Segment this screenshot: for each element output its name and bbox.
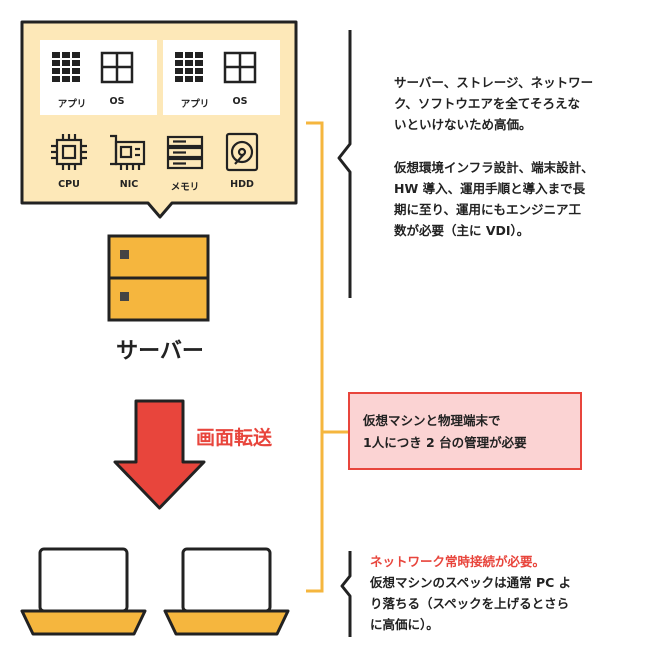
down-arrow-icon <box>113 399 206 510</box>
os-window-icon <box>100 51 134 84</box>
management-note: 仮想マシンと物理端末で 1人につき 2 台の管理が必要 <box>363 410 527 454</box>
note-line: 期に至り、運用にもエンジニア工 <box>394 202 582 217</box>
note-line: 数が必要（主に VDI）。 <box>394 223 530 238</box>
server-label: サーバー <box>116 339 204 364</box>
memory-icon <box>166 135 204 170</box>
design-note: 仮想環境インフラ設計、端末設計、 HW 導入、運用手順と導入まで長 期に至り、運… <box>394 157 594 241</box>
note-line: ク、ソフトウエアを全てそろえな <box>394 96 581 111</box>
brace-top <box>337 30 352 298</box>
hdd-icon <box>225 132 259 172</box>
vm-2-app-label: アプリ <box>180 99 210 110</box>
server-cost-note: サーバー、ストレージ、ネットワー ク、ソフトウエアを全てそろえな いといけないた… <box>394 72 593 135</box>
nic-label: NIC <box>119 179 139 190</box>
cpu-icon <box>51 134 87 170</box>
app-grid-icon <box>52 52 80 82</box>
client-note: ネットワーク常時接続が必要。 仮想マシンのスペックは通常 PC よ り落ちる（ス… <box>370 551 571 635</box>
memory-label: メモリ <box>170 182 200 193</box>
note-line: に高価に）。 <box>370 617 439 632</box>
laptop-icon <box>163 547 290 636</box>
note-line: HW 導入、運用手順と導入まで長 <box>394 181 586 196</box>
vm-1-os-label: OS <box>109 96 125 107</box>
note-line: 仮想マシンのスペックは通常 PC よ <box>370 575 572 590</box>
vm-2-os-label: OS <box>232 96 248 107</box>
app-grid-icon <box>175 52 203 82</box>
note-line: 1人につき 2 台の管理が必要 <box>363 435 527 450</box>
brace-bottom <box>340 551 352 637</box>
connector-bracket <box>306 121 349 593</box>
note-line: サーバー、ストレージ、ネットワー <box>394 75 594 90</box>
note-line: いといけないため高価。 <box>394 117 532 132</box>
highlight-box <box>348 392 582 470</box>
laptop-icon <box>20 547 147 636</box>
server-icon <box>107 234 210 322</box>
note-line: 仮想マシンと物理端末で <box>363 413 501 428</box>
network-warning: ネットワーク常時接続が必要。 <box>370 554 546 569</box>
nic-icon <box>110 134 146 170</box>
transfer-label: 画面転送 <box>196 427 273 449</box>
os-window-icon <box>223 51 257 84</box>
note-line: 仮想環境インフラ設計、端末設計、 <box>394 160 594 175</box>
vm-1-app-label: アプリ <box>57 99 87 110</box>
cpu-label: CPU <box>58 179 80 190</box>
note-line: り落ちる（スペックを上げるとさら <box>370 596 570 611</box>
hdd-label: HDD <box>230 179 254 190</box>
